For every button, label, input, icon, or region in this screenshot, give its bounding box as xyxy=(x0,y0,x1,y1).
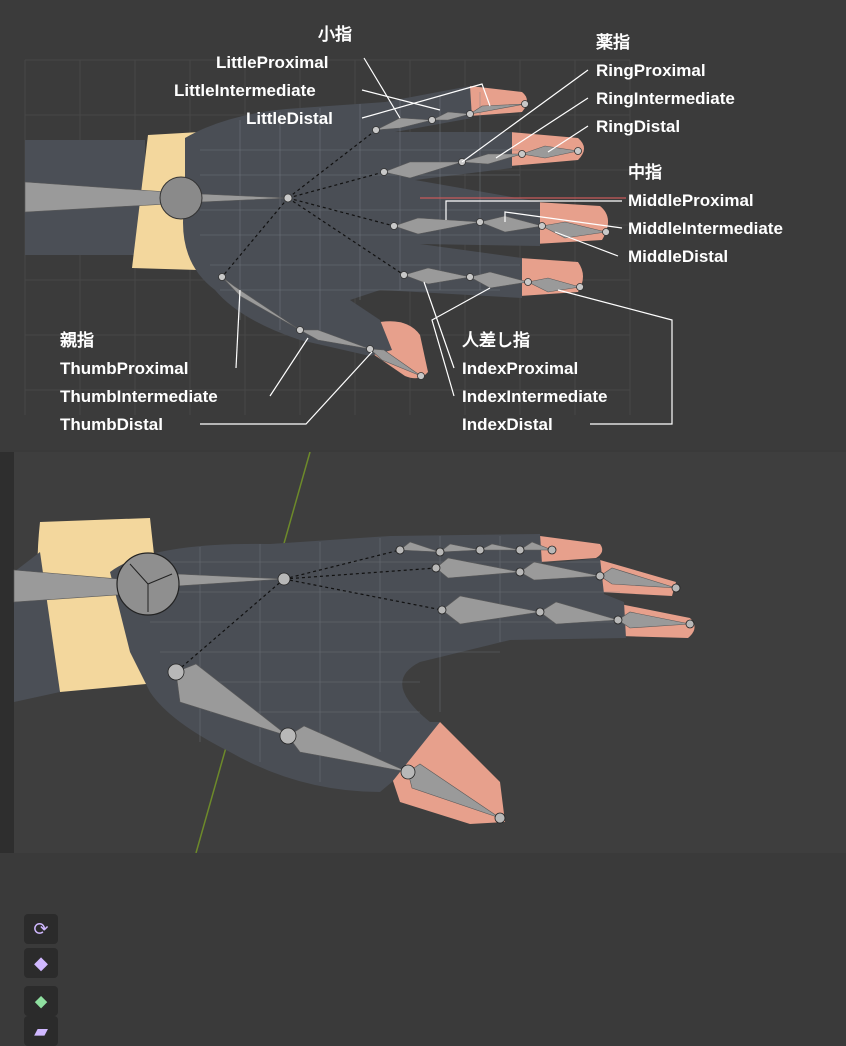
label-ring-intermediate: RingIntermediate xyxy=(596,89,735,108)
top-panel: 小指 LittleProximal LittleIntermediate Lit… xyxy=(0,0,846,450)
label-ring-group: 薬指 xyxy=(596,32,630,52)
label-little-group: 小指 xyxy=(318,24,352,44)
bones xyxy=(24,103,607,377)
label-middle-distal: MiddleDistal xyxy=(628,247,728,266)
label-little-proximal: LittleProximal xyxy=(216,53,328,72)
leader-lines xyxy=(200,57,673,425)
viewport-3d[interactable]: ⟳ ◆ ⬥ ▰ xyxy=(0,452,846,1046)
tool-bone-size[interactable]: ▰ xyxy=(24,1016,58,1046)
bone-envelope-icon: ⬥ xyxy=(34,990,48,1012)
bone-size-icon: ▰ xyxy=(34,1020,48,1042)
bone-links xyxy=(221,129,405,278)
joints xyxy=(218,100,610,380)
tool-bone-roll[interactable]: ⟳ xyxy=(24,914,58,944)
label-thumb-intermediate: ThumbIntermediate xyxy=(60,387,218,406)
bone-roll-icon: ⟳ xyxy=(33,918,49,940)
glove-3d xyxy=(110,534,626,792)
label-little-intermediate: LittleIntermediate xyxy=(174,81,316,100)
tool-bone-envelope[interactable]: ⬥ xyxy=(24,986,58,1016)
viewport-scene xyxy=(0,452,695,853)
label-thumb-group: 親指 xyxy=(60,330,94,350)
label-thumb-proximal: ThumbProximal xyxy=(60,359,188,378)
viewport-left-edge xyxy=(0,452,14,853)
wrist-joint xyxy=(159,176,203,220)
wrist-octa xyxy=(129,563,173,612)
label-middle-proximal: MiddleProximal xyxy=(628,191,754,210)
joints-3d xyxy=(167,545,695,824)
hand-bone-diagram: 小指 LittleProximal LittleIntermediate Lit… xyxy=(24,24,783,434)
bone-links-3d xyxy=(175,549,443,673)
glove xyxy=(183,86,540,356)
label-middle-intermediate: MiddleIntermediate xyxy=(628,219,783,238)
viewport-toolbar: ⟳ ◆ ⬥ ▰ xyxy=(24,914,60,1046)
label-middle-group: 中指 xyxy=(628,162,662,182)
tool-extrude-bone[interactable]: ◆ xyxy=(24,948,58,978)
label-ring-proximal: RingProximal xyxy=(596,61,706,80)
label-index-proximal: IndexProximal xyxy=(462,359,578,378)
label-index-group: 人差し指 xyxy=(462,330,530,350)
extrude-bone-icon: ◆ xyxy=(34,952,48,974)
label-thumb-distal: ThumbDistal xyxy=(60,415,163,434)
label-ring-distal: RingDistal xyxy=(596,117,680,136)
label-index-distal: IndexDistal xyxy=(462,415,553,434)
bones-3d xyxy=(13,541,691,819)
label-index-intermediate: IndexIntermediate xyxy=(462,387,608,406)
label-little-distal: LittleDistal xyxy=(246,109,333,128)
